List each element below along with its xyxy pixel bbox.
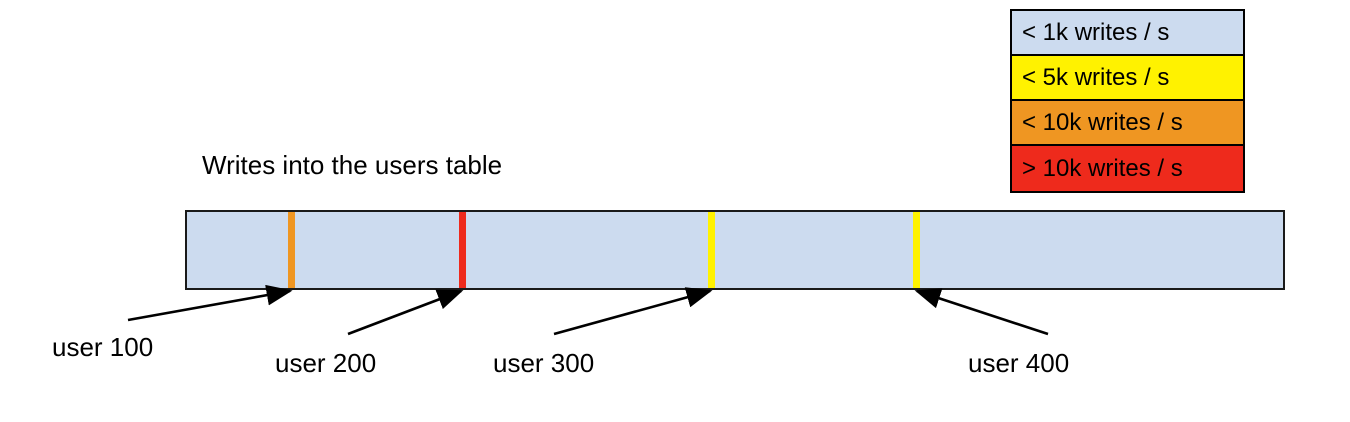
legend-item-label: > 10k writes / s — [1022, 154, 1183, 182]
callout-label-user-200: user 200 — [275, 348, 377, 378]
bar-stripe-user-100 — [288, 212, 295, 288]
diagram-title: Writes into the users table — [202, 150, 503, 180]
callout-arrow-user-300 — [553, 287, 713, 336]
callout-arrow-user-100 — [127, 284, 293, 322]
callout-arrow-user-400 — [914, 288, 1049, 336]
legend-item-lt-10k: < 10k writes / s — [1012, 101, 1243, 146]
callout-label-user-100: user 100 — [52, 332, 154, 362]
legend-item-label: < 10k writes / s — [1022, 108, 1183, 136]
legend-item-lt-1k: < 1k writes / s — [1012, 11, 1243, 56]
bar-stripe-user-300 — [708, 212, 715, 288]
users-table-bar — [185, 210, 1285, 290]
callout-arrow-user-200 — [347, 289, 464, 336]
callout-label-user-400: user 400 — [968, 348, 1070, 378]
callout-label-user-300: user 300 — [493, 348, 595, 378]
legend-item-label: < 1k writes / s — [1022, 18, 1170, 46]
bar-fill — [187, 212, 1283, 288]
legend-item-gt-10k: > 10k writes / s — [1012, 146, 1243, 191]
legend-item-label: < 5k writes / s — [1022, 63, 1170, 91]
bar-stripe-user-400 — [913, 212, 920, 288]
writes-legend: < 1k writes / s < 5k writes / s < 10k wr… — [1010, 9, 1245, 193]
legend-item-lt-5k: < 5k writes / s — [1012, 56, 1243, 101]
bar-stripe-user-200 — [459, 212, 466, 288]
